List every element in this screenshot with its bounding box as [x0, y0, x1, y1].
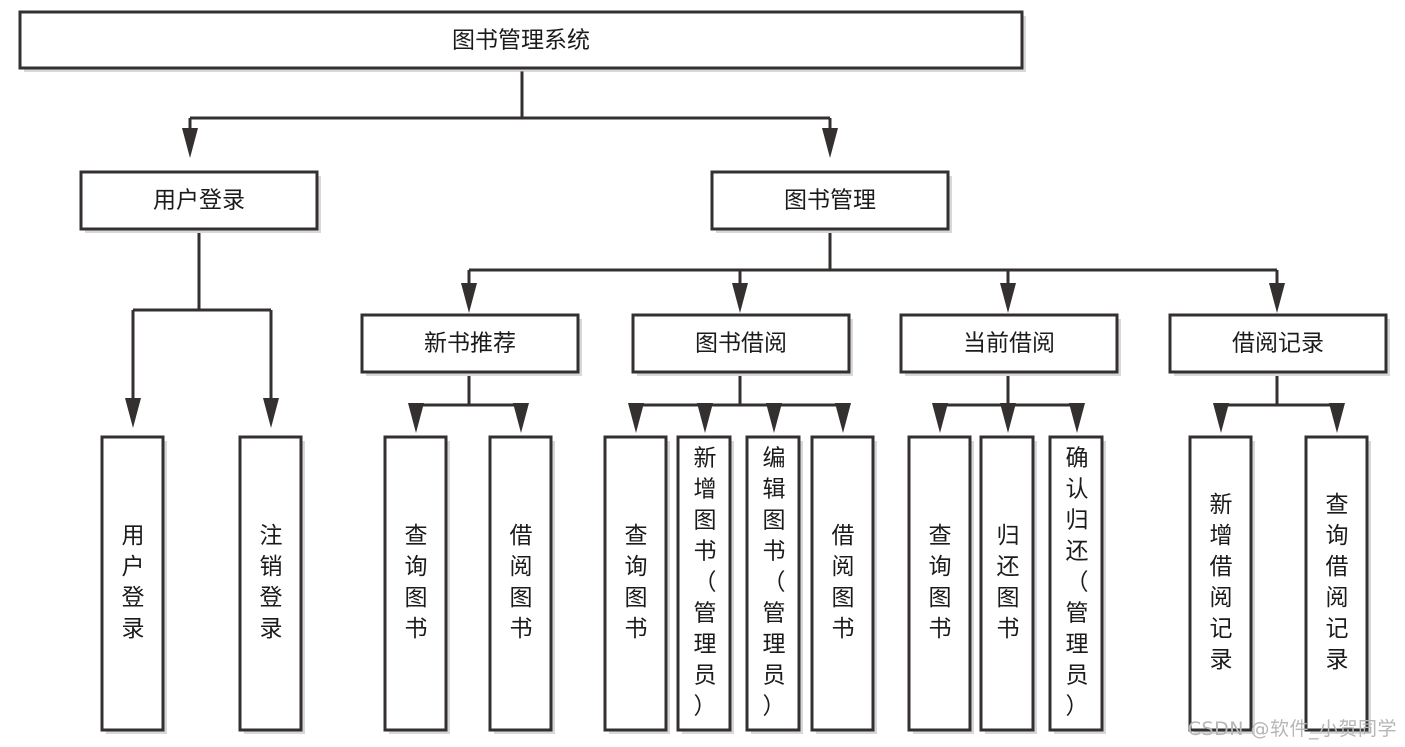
node-book-management-label: 图书管理: [784, 188, 876, 214]
node-leaf-newbook-borrow[interactable]: 借阅图书: [488, 435, 555, 734]
node-leaf-newbook-query-label: 查询图书: [405, 523, 428, 642]
node-leaf-book-add[interactable]: 新增图书（管理员）: [676, 435, 734, 734]
node-leaf-newbook-query[interactable]: 查询图书: [383, 435, 450, 734]
node-leaf-current-query[interactable]: 查询图书: [907, 435, 974, 734]
connectors-current-to-leaves: [932, 376, 1085, 433]
node-current-borrow[interactable]: 当前借阅: [899, 313, 1121, 376]
node-borrow-records[interactable]: 借阅记录: [1168, 313, 1390, 376]
connectors-newbook-to-leaves: [408, 376, 529, 433]
node-leaf-borrow-query-label: 查询图书: [625, 523, 648, 642]
node-leaf-record-query-label: 查询借阅记录: [1326, 492, 1349, 673]
node-leaf-book-add-label: 新增图书（管理员）: [694, 446, 717, 720]
csdn-watermark: CSDN @软件_小贺同学: [1187, 718, 1397, 740]
node-root-label: 图书管理系统: [452, 28, 590, 54]
node-leaf-newbook-borrow-label: 借阅图书: [510, 523, 533, 642]
node-leaf-book-borrow-label: 借阅图书: [832, 523, 855, 642]
node-book-borrow-label: 图书借阅: [695, 331, 787, 357]
node-leaf-logout-label: 注销登录: [260, 523, 283, 642]
connectors-login-to-leaves: [125, 233, 279, 428]
node-leaf-logout[interactable]: 注销登录: [238, 435, 305, 734]
node-leaf-current-query-label: 查询图书: [929, 523, 952, 642]
node-leaf-confirm-return[interactable]: 确认归还（管理员）: [1048, 435, 1106, 734]
node-leaf-record-query[interactable]: 查询借阅记录: [1304, 435, 1371, 734]
connectors-bookmgmt-to-level3: [461, 233, 1285, 313]
node-new-book-recommend-label: 新书推荐: [424, 331, 516, 357]
node-book-borrow[interactable]: 图书借阅: [631, 313, 853, 376]
node-leaf-confirm-return-label: 确认归还（管理员）: [1066, 446, 1089, 720]
node-user-login[interactable]: 用户登录: [79, 170, 321, 233]
node-leaf-record-add[interactable]: 新增借阅记录: [1188, 435, 1255, 734]
node-user-login-label: 用户登录: [153, 188, 245, 214]
node-new-book-recommend[interactable]: 新书推荐: [360, 313, 582, 376]
connectors-level1-to-level2: [182, 71, 838, 158]
connectors-borrow-to-leaves: [628, 376, 851, 433]
node-book-management[interactable]: 图书管理: [710, 170, 952, 233]
connectors-records-to-leaves: [1213, 376, 1345, 433]
node-borrow-records-label: 借阅记录: [1232, 331, 1324, 357]
node-leaf-book-borrow[interactable]: 借阅图书: [810, 435, 877, 734]
node-current-borrow-label: 当前借阅: [963, 331, 1055, 357]
node-leaf-book-return-label: 归还图书: [997, 523, 1020, 642]
node-root[interactable]: 图书管理系统: [18, 10, 1026, 72]
node-leaf-book-return[interactable]: 归还图书: [979, 435, 1037, 734]
node-leaf-book-edit-label: 编辑图书（管理员）: [763, 446, 786, 720]
node-leaf-borrow-query[interactable]: 查询图书: [603, 435, 670, 734]
node-leaf-user-login-label: 用户登录: [122, 523, 145, 642]
node-leaf-book-edit[interactable]: 编辑图书（管理员）: [745, 435, 803, 734]
node-leaf-user-login[interactable]: 用户登录: [100, 435, 167, 734]
node-leaf-record-add-label: 新增借阅记录: [1210, 492, 1233, 673]
